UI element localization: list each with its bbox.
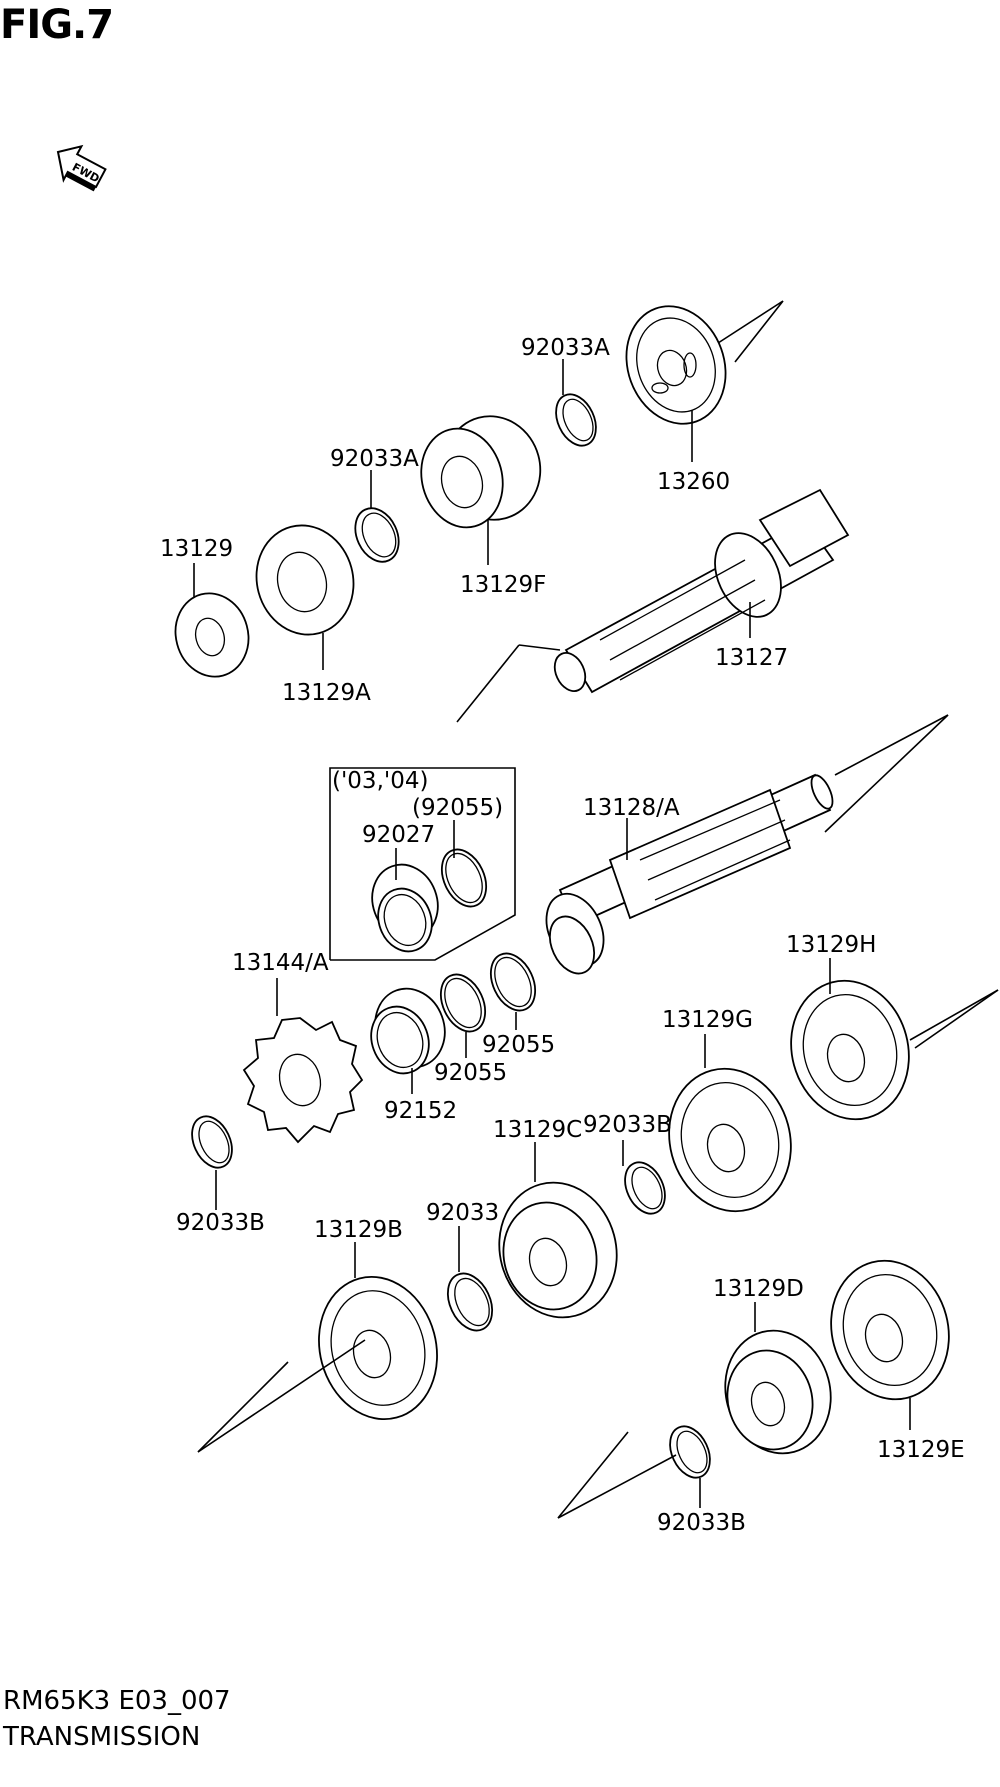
callout-13144A: 13144/A [232,950,329,976]
gear-13129E [830,1259,950,1401]
axis-line [197,1361,289,1453]
circlip-92033A-top [555,393,597,447]
gear-13129C [498,1181,618,1319]
circlip-92033B-left [191,1115,233,1169]
axis-line [834,714,949,776]
callout-92033A-top: 92033A [521,335,610,361]
callout-13129C: 13129C [493,1117,582,1143]
callout-92055-b: 92055 [434,1060,507,1086]
footer-code: RM65K3 E03_007 [3,1686,231,1716]
gear-13129G [668,1067,792,1213]
axis-line [518,644,561,651]
axis-line [557,1454,677,1519]
circlip-92033B-mid [624,1161,666,1215]
gear-13129B [197,1275,438,1453]
callout-13129E: 13129E [877,1437,965,1463]
callout-92033: 92033 [426,1200,499,1226]
axis-line [557,1431,629,1519]
fwd-arrow-icon: FWD [56,144,107,192]
axis-line [909,989,999,1041]
callout-13129G: 13129G [662,1007,753,1033]
callout-92055-a: 92055 [482,1032,555,1058]
input-shaft-13127 [553,488,850,694]
callout-92033B-left: 92033B [176,1210,265,1236]
axis-line [824,714,949,833]
axis-line [714,300,784,346]
callout-13129A: 13129A [282,680,371,706]
callout-13128A: 13128/A [583,795,680,821]
year-variant-box [329,767,516,961]
callout-92033A-mid: 92033A [330,446,419,472]
collar-92027 [371,863,439,953]
gear-13129A [255,524,355,636]
callout-13127: 13127 [715,645,788,671]
figure-title: FIG.7 [0,2,114,48]
axis-line [456,644,520,723]
callout-92027: 92027 [362,822,435,848]
circlip-92033 [446,1272,494,1332]
callout-13129B: 13129B [314,1217,403,1243]
callout-92033B-mid: 92033B [583,1112,672,1138]
callout-92055-paren: (92055) [412,795,503,821]
leader-lines [193,359,911,1508]
gear-13129 [174,592,250,678]
sprocket-13144A [242,1017,364,1144]
callout-92152: 92152 [384,1098,457,1124]
gear-13129H [790,979,999,1121]
gear-13260 [625,305,727,425]
callout-13129: 13129 [160,536,233,562]
axis-line [197,1339,366,1453]
gear-13129D [724,1329,832,1455]
callout-13129F: 13129F [460,572,546,598]
callout-box-years: ('03,'04) [332,768,428,794]
axis-line [914,989,999,1049]
callout-92033B-bottom: 92033B [657,1510,746,1536]
output-shaft-13128A [545,773,834,975]
oring-92055-boxed [440,848,488,908]
gear-13129F [420,415,542,529]
callout-13129D: 13129D [713,1276,804,1302]
circlip-92033A-mid [354,507,400,563]
callout-13260: 13260 [657,469,730,495]
oring-92055-a [489,952,537,1012]
oring-92055-b [439,973,487,1033]
callout-13129H: 13129H [786,932,876,958]
footer-title: TRANSMISSION [3,1722,201,1752]
axis-line [734,300,784,363]
circlip-92033B-bottom [557,1425,711,1519]
